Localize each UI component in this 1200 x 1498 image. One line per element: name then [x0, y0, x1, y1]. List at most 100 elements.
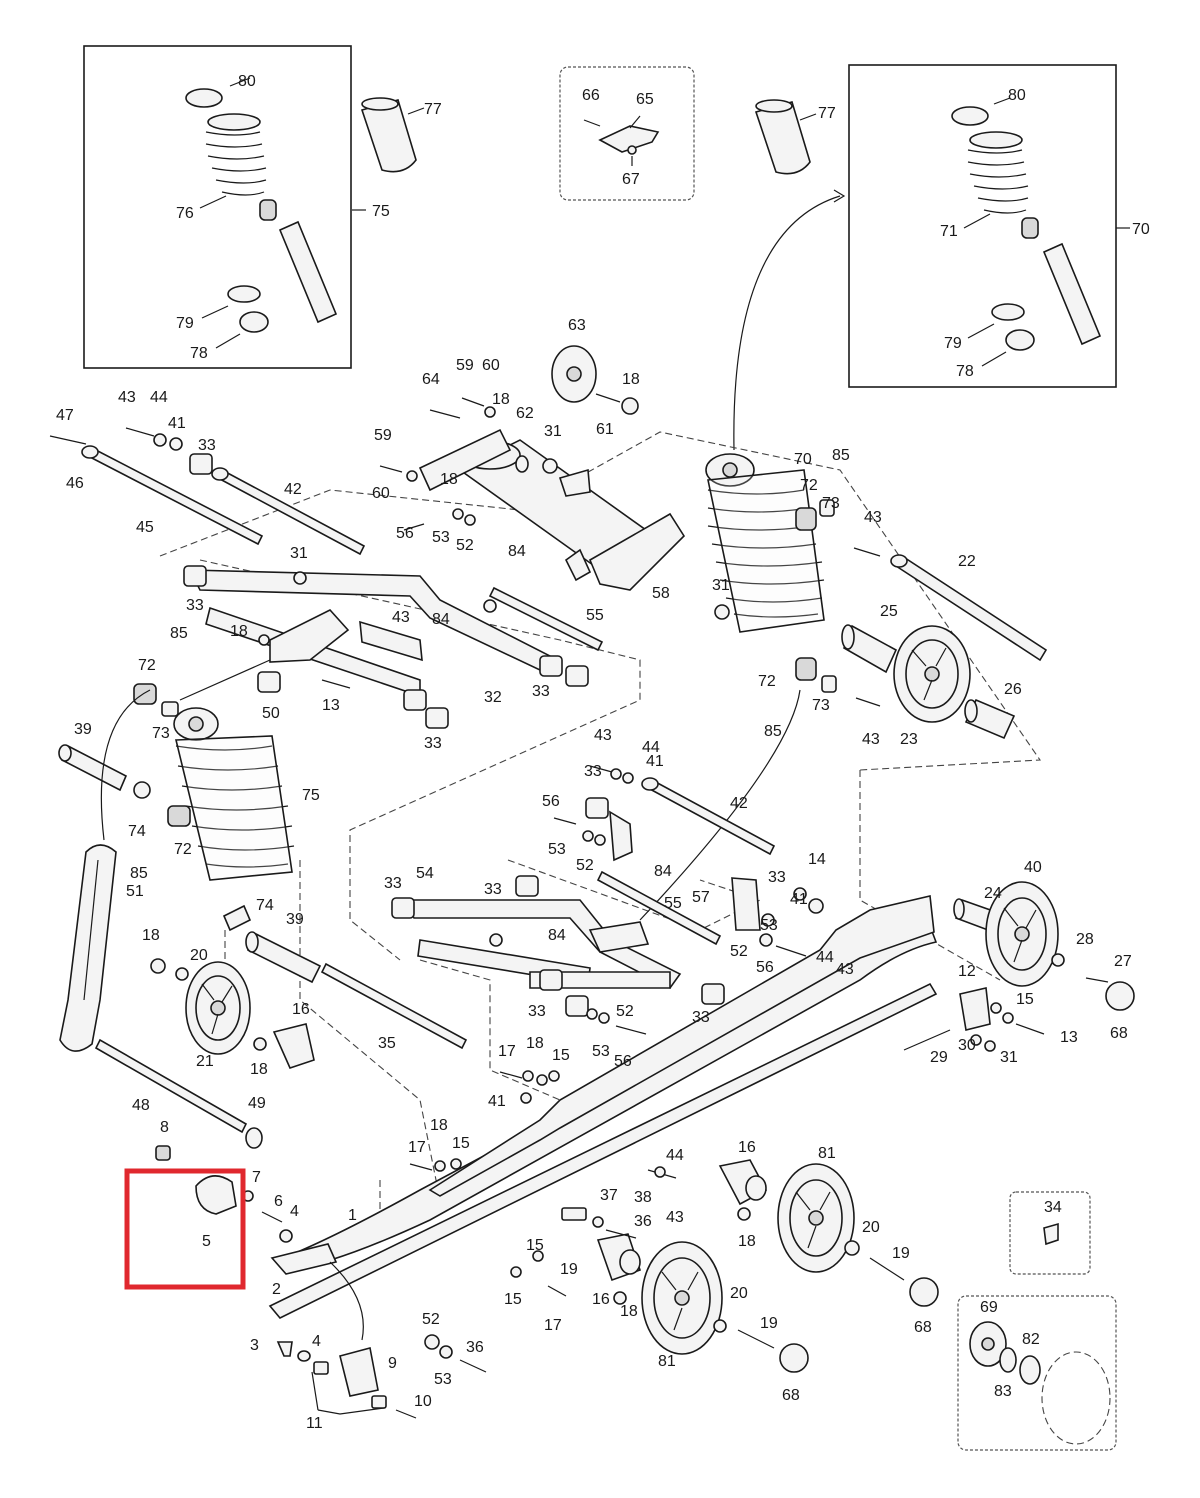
callout: 18: [430, 1117, 448, 1134]
callout: 41: [646, 753, 664, 770]
shock-70: [705, 453, 837, 693]
callout: 33: [186, 597, 204, 614]
inset-shock-70: [848, 64, 1130, 388]
callout: 19: [560, 1261, 578, 1278]
callout: 15: [526, 1237, 544, 1254]
callout: 47: [56, 407, 74, 424]
callout: 17: [408, 1139, 426, 1156]
wheel-81-lower: [641, 1241, 723, 1355]
wheel-81-upper: [777, 1163, 855, 1273]
callout: 56: [614, 1053, 632, 1070]
callout: 15: [504, 1291, 522, 1308]
callout: 16: [292, 1001, 310, 1018]
callout: 18: [738, 1233, 756, 1250]
callout: 29: [930, 1049, 948, 1066]
callout: 28: [1076, 931, 1094, 948]
callout: 31: [290, 545, 308, 562]
callout: 49: [248, 1095, 266, 1112]
callout: 33: [198, 437, 216, 454]
callout: 35: [378, 1035, 396, 1052]
inset-34: [1009, 1191, 1091, 1275]
callout: 68: [782, 1387, 800, 1404]
callout: 72: [174, 841, 192, 858]
callout: 43: [836, 961, 854, 978]
callout: 27: [1114, 953, 1132, 970]
bracket-5: [195, 1175, 237, 1215]
callout: 84: [548, 927, 566, 944]
callout: 37: [600, 1187, 618, 1204]
callout: 52: [576, 857, 594, 874]
callout: 26: [1004, 681, 1022, 698]
callout: 43: [118, 389, 136, 406]
shock-75: [133, 683, 295, 881]
wheel-21: [185, 961, 251, 1055]
callout: 81: [818, 1145, 836, 1162]
shaft-55: [488, 586, 604, 652]
callout: 81: [658, 1353, 676, 1370]
callout: 68: [914, 1319, 932, 1336]
callout: 53: [432, 529, 450, 546]
callout: 71: [940, 223, 958, 240]
callout: 51: [126, 883, 144, 900]
callout: 70: [794, 451, 812, 468]
inset-69: [957, 1295, 1117, 1451]
callout: 52: [456, 537, 474, 554]
callout: 72: [758, 673, 776, 690]
callout: 44: [666, 1147, 684, 1164]
callout: 33: [692, 1009, 710, 1026]
plate-63: [551, 345, 639, 415]
callout: 11: [306, 1415, 323, 1432]
spacer-26: [964, 698, 1016, 740]
callout: 82: [1022, 1331, 1040, 1348]
callout: 59: [374, 427, 392, 444]
callout: 18: [440, 471, 458, 488]
callout: 44: [150, 389, 168, 406]
callout: 16: [592, 1291, 610, 1308]
callout: 24: [984, 885, 1002, 902]
callout: 41: [488, 1093, 506, 1110]
callout: 56: [396, 525, 414, 542]
callout: 55: [586, 607, 604, 624]
callout: 4: [312, 1333, 321, 1350]
inset-65: [559, 66, 695, 201]
mount-12: [959, 987, 991, 1031]
shaft-39-lower: [245, 931, 322, 984]
callout: 54: [416, 865, 434, 882]
callout: 85: [764, 723, 782, 740]
callout: 15: [452, 1135, 470, 1152]
shaft-42-mid: [641, 777, 776, 856]
shaft-42: [211, 467, 366, 556]
callout: 5: [202, 1233, 211, 1250]
callout: 18: [526, 1035, 544, 1052]
callout: 72: [800, 477, 818, 494]
arm-51: [59, 844, 117, 1052]
spring-76: [205, 113, 267, 196]
shaft-22: [890, 554, 1048, 662]
callout: 18: [622, 371, 640, 388]
callout: 18: [142, 927, 160, 944]
callout: 13: [322, 697, 340, 714]
callout: 78: [956, 363, 974, 380]
callout: 8: [160, 1119, 169, 1136]
callout: 31: [712, 577, 730, 594]
callout: 7: [252, 1169, 261, 1186]
callout: 42: [284, 481, 302, 498]
callout: 20: [190, 947, 208, 964]
callout: 20: [730, 1285, 748, 1302]
callout: 60: [372, 485, 390, 502]
callout: 44: [642, 739, 660, 756]
shaft-39-upper: [58, 744, 128, 792]
callout: 6: [274, 1193, 283, 1210]
callout: 75: [372, 203, 390, 220]
callout: 12: [958, 963, 976, 980]
callout: 13: [1060, 1029, 1078, 1046]
callout: 33: [424, 735, 442, 752]
callout: 20: [862, 1219, 880, 1236]
callout: 31: [1000, 1049, 1018, 1066]
callout: 83: [994, 1383, 1012, 1400]
callout: 55: [664, 895, 682, 912]
callout: 70: [1132, 221, 1150, 238]
callout: 58: [652, 585, 670, 602]
swing-arm-32: [183, 565, 589, 729]
